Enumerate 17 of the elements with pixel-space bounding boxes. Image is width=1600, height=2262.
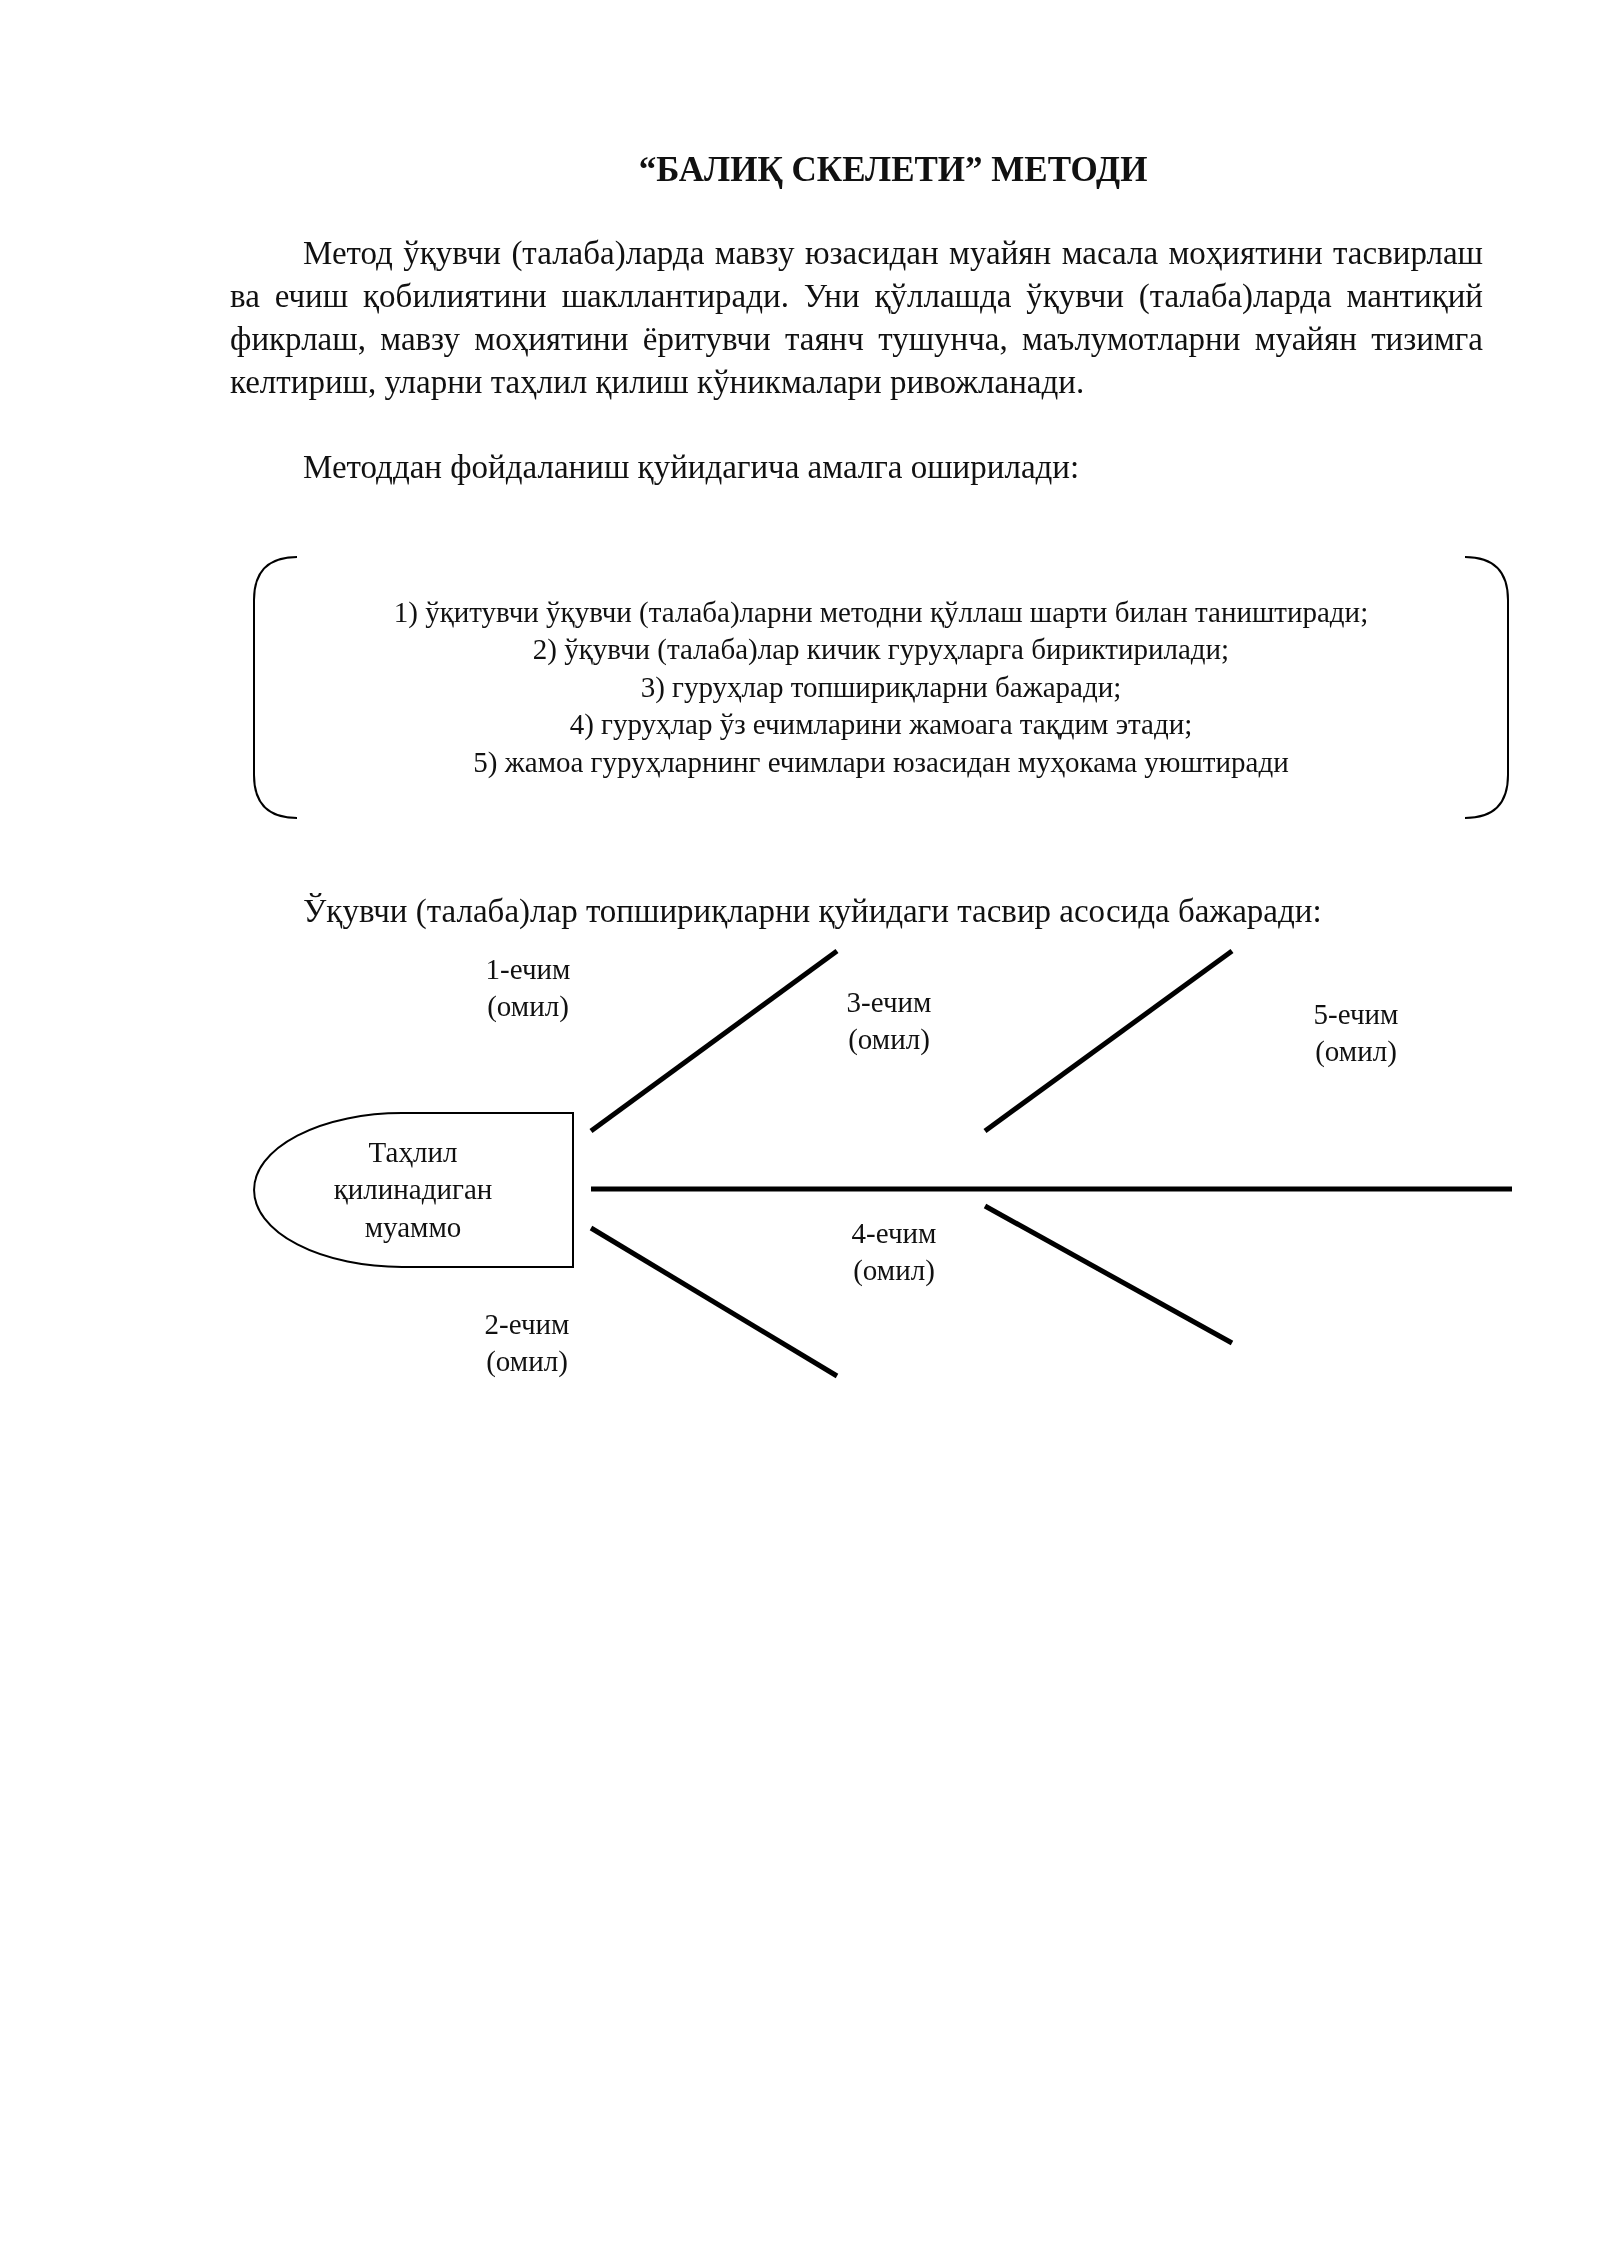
bracketed-list (252, 555, 1510, 820)
branch-label: 5-ечим (омил) (1312, 997, 1400, 1069)
branch-label: 3-ечим (омил) (845, 985, 933, 1057)
list-item: 1) ўқитувчи ўқувчи (талаба)ларни методни қўллаш шарти билан таништиради; (393, 594, 1369, 630)
paragraph: Метод ўқувчи (талаба)ларда мавзу юзасидан муайян масала моҳиятини тасвирлаш ва ечиш қобилиятини шакллантиради. Уни қўллашда ўқувчи (талаба)ларда мантиқий фикрлаш, мавзу моҳиятини ёритувчи таянч тушунча, маълумотларни муайян тизимга келтириш, уларни таҳлил қилиш кўникмалари ривожланади. (230, 234, 1483, 402)
list-item: 4) гуруҳлар ўз ечимларини жамоага тақдим этади; (568, 707, 1194, 743)
node-text: Таҳлил қилинадиган муаммо (332, 1134, 494, 1245)
list-item: 3) гуруҳлар топшириқларни бажаради; (639, 669, 1123, 705)
branch-label: 2-ечим (омил) (483, 1307, 571, 1379)
list-item: 5) жамоа гуруҳларнинг ечимлари юзасидан муҳокама уюштиради (472, 744, 1290, 780)
branch-label: 4-ечим (омил) (850, 1216, 938, 1288)
problem-head-shape (252, 1112, 574, 1268)
branch-label: 1-ечим (омил) (484, 952, 572, 1024)
paragraph: Ўқувчи (талаба)лар топшириқларни қуйидаги тасвир асосида бажаради: (303, 892, 1322, 931)
paragraph: Методдан фойдаланиш қуйидагича амалга оширилади: (303, 448, 1080, 487)
page-title: “БАЛИҚ СКЕЛЕТИ” МЕТОДИ (637, 150, 1149, 190)
list-item: 2) ўқувчи (талаба)лар кичик гуруҳларга бириктирилади; (531, 632, 1231, 668)
